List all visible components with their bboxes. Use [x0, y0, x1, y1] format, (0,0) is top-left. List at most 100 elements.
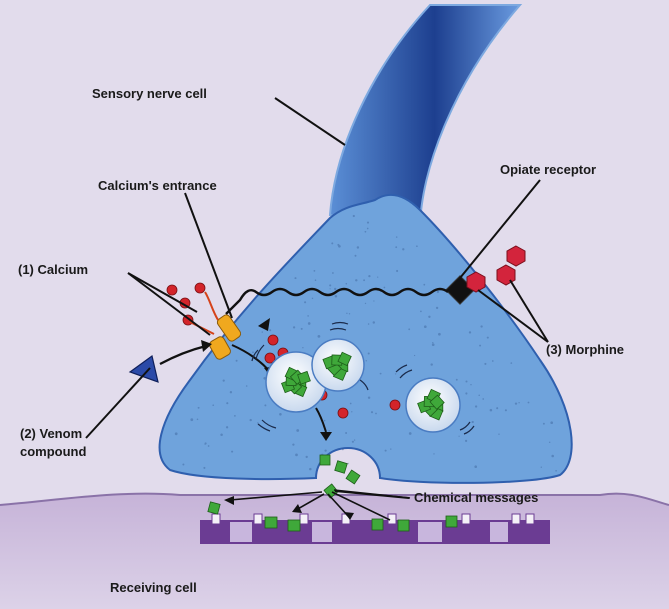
sensory-nerve-axon — [330, 5, 520, 230]
speckle — [203, 467, 205, 469]
speckle — [257, 422, 258, 423]
speckle — [292, 443, 294, 445]
speckle — [402, 248, 404, 250]
speckle — [197, 418, 199, 420]
speckle — [528, 402, 530, 404]
speckle — [432, 342, 433, 343]
label-chemical-messages: Chemical messages — [414, 490, 538, 506]
speckle — [368, 352, 370, 354]
speckle — [296, 429, 299, 432]
speckle — [456, 379, 458, 381]
speckle — [458, 436, 459, 437]
speckle — [307, 315, 309, 317]
speckle — [551, 455, 554, 458]
speckle — [367, 228, 369, 230]
speckle — [313, 270, 315, 272]
speckle — [357, 246, 359, 248]
speckle — [328, 430, 329, 431]
speckle — [252, 351, 254, 353]
speckle — [371, 411, 373, 413]
speckle — [428, 316, 430, 318]
speckle — [301, 328, 303, 330]
speckle — [226, 402, 228, 404]
speckle — [373, 321, 375, 323]
speckle — [465, 440, 467, 442]
speckle — [324, 420, 325, 421]
receiving-cell — [0, 494, 669, 609]
speckle — [496, 407, 498, 409]
speckle — [330, 288, 331, 289]
speckle — [231, 451, 233, 453]
venom-compound — [130, 356, 158, 382]
speckle — [555, 470, 557, 472]
speckle — [469, 331, 471, 333]
speckle — [498, 433, 499, 434]
speckle — [505, 409, 507, 411]
speckle — [375, 413, 377, 415]
speckle — [492, 360, 494, 362]
speckle — [342, 448, 344, 450]
speckle — [264, 404, 266, 406]
speckle — [377, 277, 378, 278]
speckle — [408, 328, 410, 330]
speckle — [414, 355, 415, 356]
speckle — [543, 423, 545, 425]
messenger-square — [335, 461, 347, 473]
speckle — [474, 465, 477, 468]
speckle — [279, 413, 282, 416]
speckle — [315, 279, 317, 281]
speckle — [431, 363, 433, 365]
speckle — [337, 244, 339, 246]
speckle — [363, 279, 365, 281]
speckle — [384, 287, 386, 289]
label-calcium-entrance: Calcium's entrance — [98, 178, 217, 194]
speckle — [236, 360, 238, 362]
speckle — [346, 313, 347, 314]
speckle — [437, 291, 439, 293]
speckle — [308, 322, 311, 325]
label-calcium: (1) Calcium — [18, 262, 88, 278]
speckle — [423, 284, 425, 286]
speckle — [220, 433, 223, 436]
speckle — [465, 392, 467, 394]
speckle — [373, 300, 374, 301]
speckle — [409, 432, 412, 435]
speckle — [208, 445, 210, 447]
speckle — [223, 379, 225, 381]
speckle — [550, 421, 553, 424]
speckle — [350, 403, 352, 405]
speckle — [212, 404, 214, 406]
speckle — [351, 411, 352, 412]
speckle — [334, 288, 336, 290]
messenger-square — [346, 470, 360, 484]
speckle — [226, 426, 228, 428]
speckle — [487, 337, 489, 339]
calcium-entry-paths — [190, 292, 218, 334]
speckle — [295, 454, 298, 457]
speckle — [396, 270, 398, 272]
speckle — [204, 443, 205, 444]
speckle — [368, 396, 370, 398]
speckle — [354, 439, 355, 440]
speckle — [332, 272, 334, 274]
speckle — [515, 402, 517, 404]
speckle — [490, 409, 493, 412]
speckle — [385, 450, 387, 452]
speckle — [472, 421, 474, 423]
speckle — [368, 323, 370, 325]
speckle — [424, 325, 427, 328]
venom-binding-arrow — [160, 346, 206, 364]
speckle — [324, 449, 326, 451]
speckle — [420, 311, 422, 313]
speckle — [480, 325, 482, 327]
speckle — [433, 453, 434, 454]
label-venom-line1: (2) Venom — [20, 426, 82, 442]
speckle — [318, 335, 321, 338]
speckle — [365, 231, 367, 233]
speckle — [549, 442, 550, 443]
speckle — [293, 326, 295, 328]
speckle — [479, 345, 481, 347]
speckle — [438, 333, 441, 336]
speckle — [302, 347, 303, 348]
speckle — [335, 295, 338, 298]
